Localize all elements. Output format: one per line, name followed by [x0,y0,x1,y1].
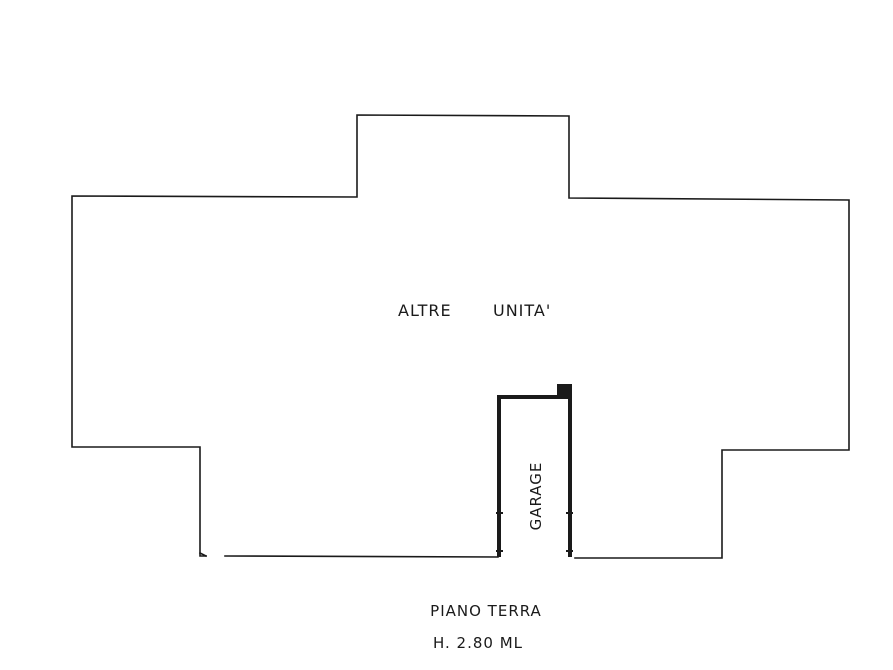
building-outline [71,114,850,559]
outline-bottom-left [224,555,499,558]
outline-left-tick [198,551,208,558]
garage-label: GARAGE [527,462,545,531]
outline-left-part [71,114,850,559]
garage-wall [497,395,572,557]
floor-name: PIANO TERRA [430,602,542,620]
area-label-unita: UNITA' [493,301,551,320]
garage-door-marks [496,512,573,552]
garage-walls [497,395,572,557]
area-label-altre: ALTRE [398,301,452,320]
garage-corner-pillar [557,384,572,398]
floor-height: H. 2.80 ML [433,634,523,652]
